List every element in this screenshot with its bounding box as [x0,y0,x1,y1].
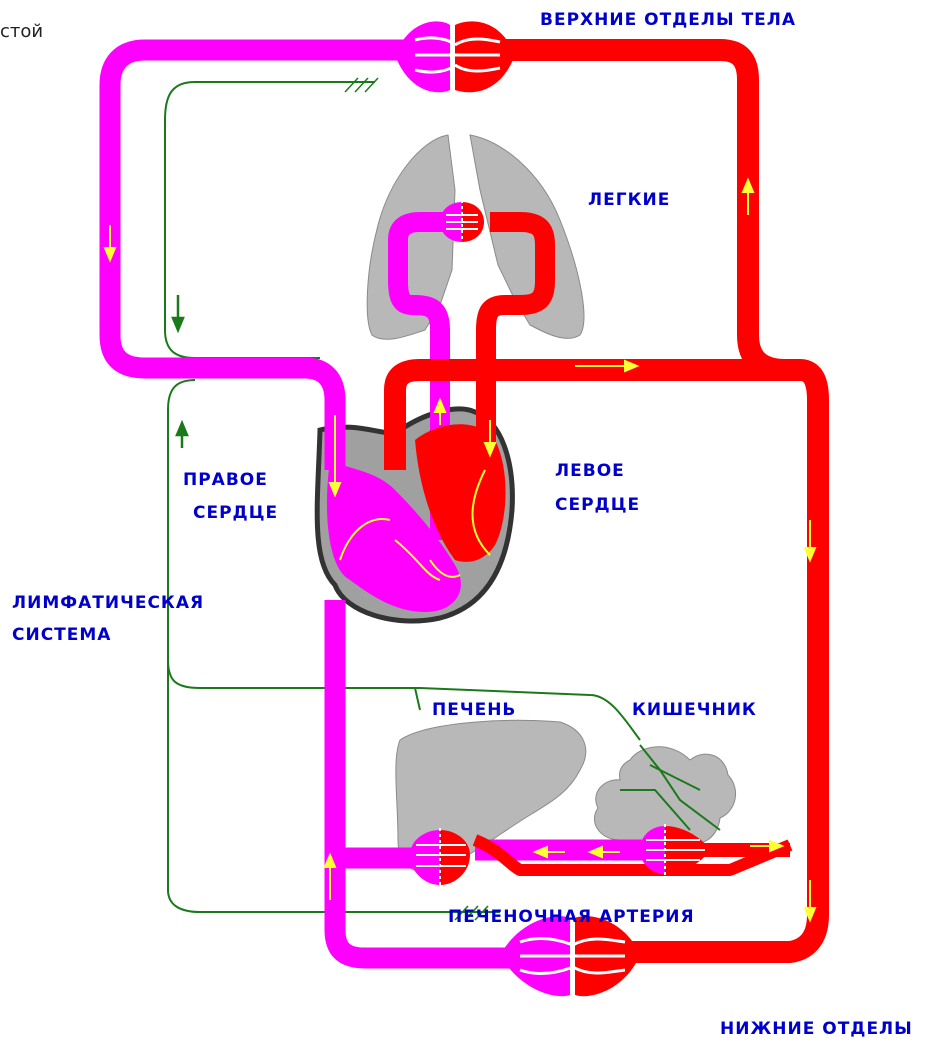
label-hepatic-artery: ПЕЧЕНОЧНАЯ АРТЕРИЯ [448,907,695,927]
label-liver: ПЕЧЕНЬ [432,700,516,720]
label-left-heart-line2: СЕРДЦЕ [555,495,640,515]
label-right-heart-line2: СЕРДЦЕ [193,503,278,523]
label-intestine: КИШЕЧНИК [632,700,757,720]
label-right-heart-line1: ПРАВОЕ [183,470,268,490]
label-upper-body: ВЕРХНИЕ ОТДЕЛЫ ТЕЛА [540,10,796,30]
corner-text-fragment: стой [0,21,43,42]
label-left-heart-line1: ЛЕВОЕ [555,461,625,481]
label-lower-body: НИЖНИЕ ОТДЕЛЫ [720,1019,913,1039]
label-lymph-line2: СИСТЕМА [12,625,111,645]
capillary-bed-upper [395,18,515,95]
label-lymph-line1: ЛИМФАТИЧЕСКАЯ [12,593,204,613]
label-lungs: ЛЕГКИЕ [588,190,670,210]
